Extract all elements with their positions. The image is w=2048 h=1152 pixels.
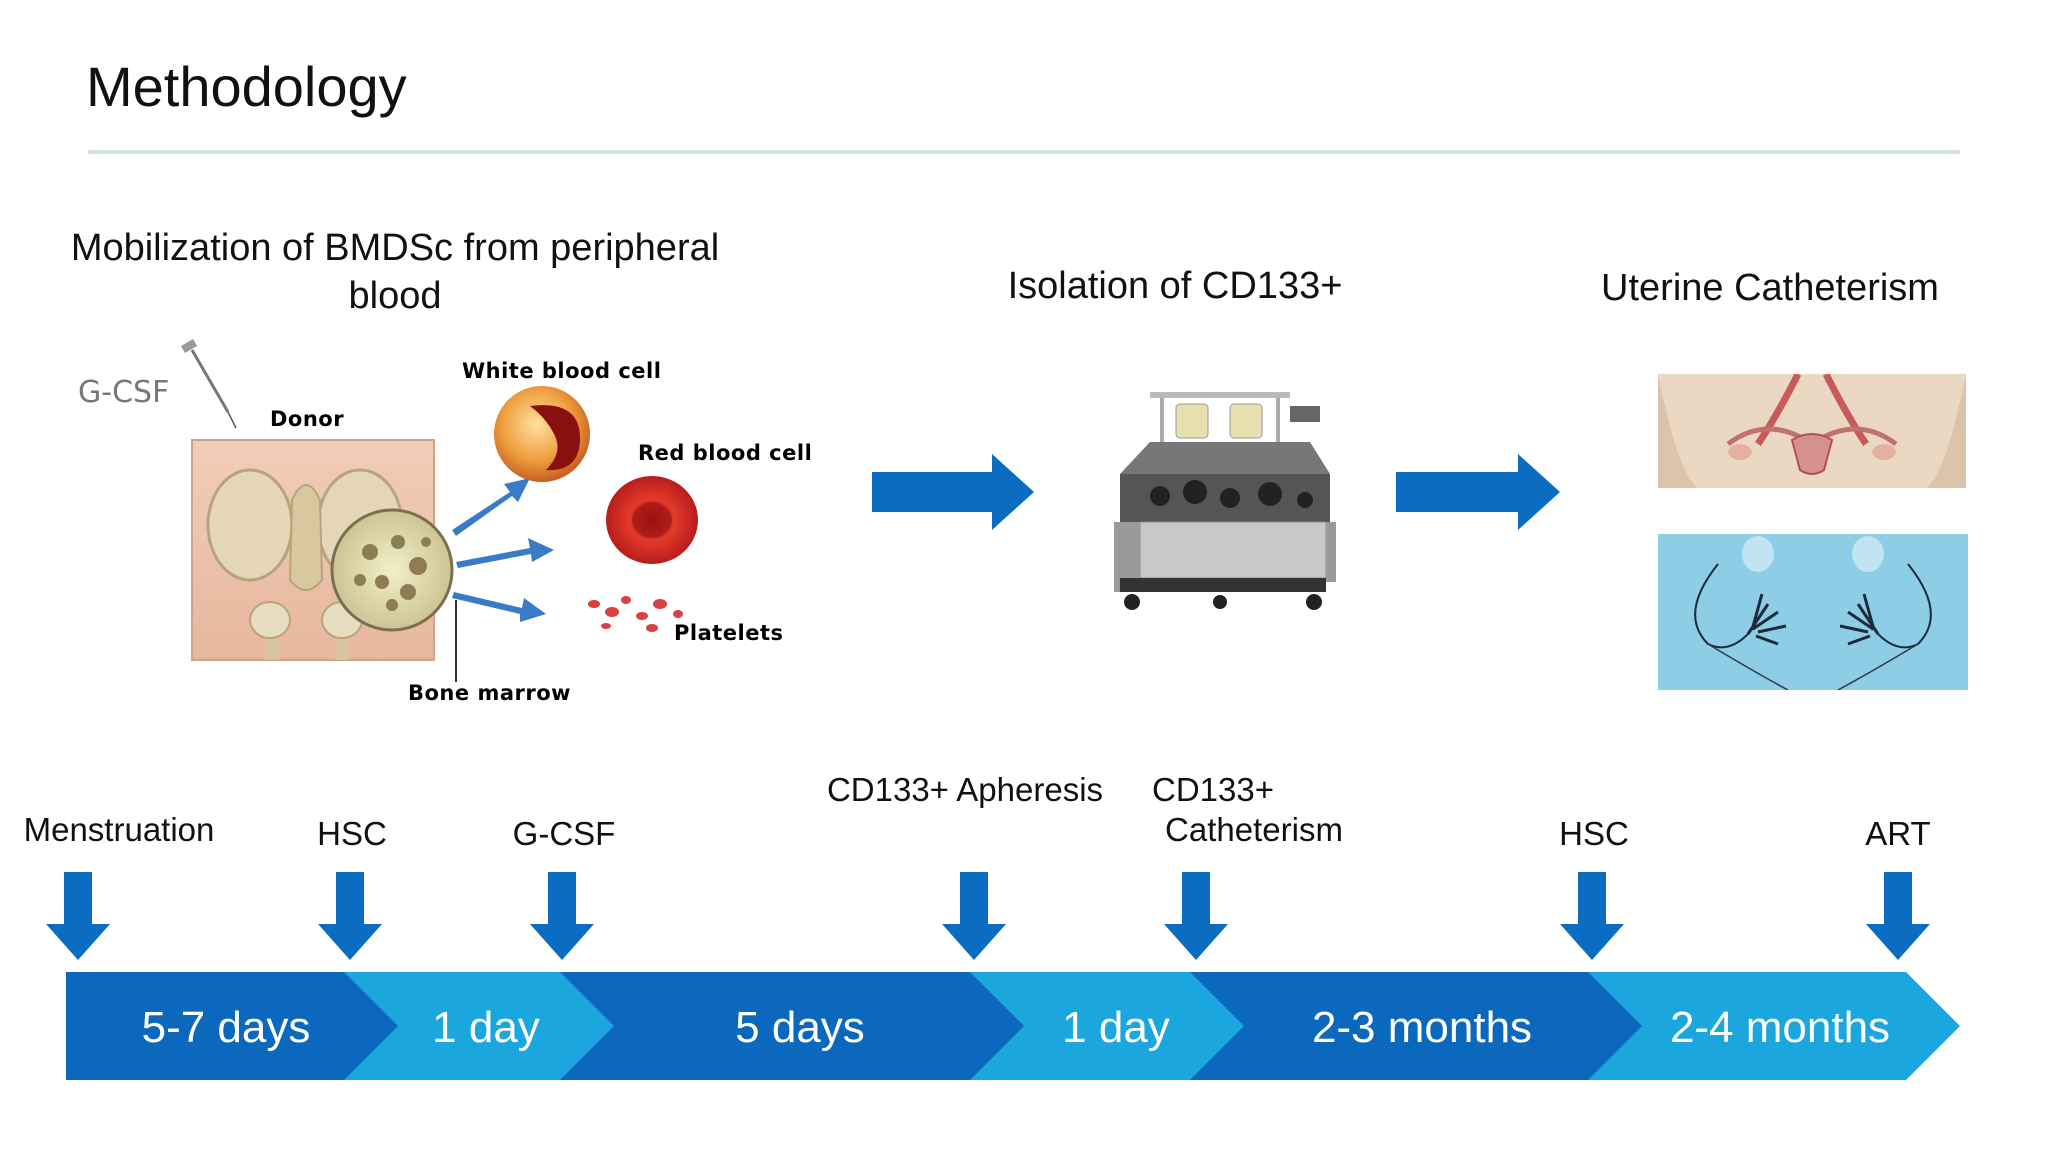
down-arrow-art xyxy=(1866,872,1930,960)
isolation-title: Isolation of CD133+ xyxy=(1007,265,1343,307)
timeline-segment-label-5: 2-3 months xyxy=(1312,1003,1532,1052)
syringe-icon xyxy=(180,339,237,429)
down-arrow-menstruation xyxy=(46,872,110,960)
red-blood-cell-label: Red blood cell xyxy=(638,441,812,465)
timeline-segment-3 xyxy=(506,972,1024,1080)
event-label-hsc-2: HSC xyxy=(1559,815,1629,852)
mobilization-illustration: G-CSF Donor White blood cell Red blood c… xyxy=(60,330,840,720)
white-blood-cell-label: White blood cell xyxy=(462,359,661,383)
event-label-art: ART xyxy=(1865,815,1931,852)
event-label-cd133-line1: CD133+ xyxy=(1152,771,1274,808)
process-arrow-2 xyxy=(1396,454,1560,530)
down-arrow-hsc-2 xyxy=(1560,872,1624,960)
timeline-segment-label-2: 1 day xyxy=(432,1003,540,1052)
marrow-arrows xyxy=(452,478,554,622)
down-arrow-gcsf xyxy=(530,872,594,960)
event-arrows xyxy=(46,872,1930,960)
uterus-anatomy-image xyxy=(1658,374,1966,488)
red-blood-cell xyxy=(606,476,698,564)
timeline-bar: 5-7 days 1 day 5 days 1 day 2-3 months 2-4 mo… xyxy=(66,972,1960,1080)
bone-marrow-label: Bone marrow xyxy=(408,681,571,705)
down-arrow-catheterism xyxy=(1164,872,1228,960)
bone-marrow-circle xyxy=(330,508,457,682)
event-label-cd133-apheresis: CD133+ Apheresis xyxy=(826,771,1104,808)
timeline-segment-label-1: 5-7 days xyxy=(142,1003,311,1052)
event-label-hsc-1: HSC xyxy=(317,815,387,852)
event-label-menstruation: Menstruation xyxy=(23,811,215,848)
gcsf-label: G-CSF xyxy=(78,375,169,410)
white-blood-cell xyxy=(494,386,590,482)
process-arrow-1 xyxy=(872,454,1034,530)
timeline-segment-2 xyxy=(292,972,614,1080)
mobilization-title: Mobilization of BMDSc from peripheral bl… xyxy=(70,227,720,317)
donor-label: Donor xyxy=(270,407,344,431)
event-label-cd133-line2: Catheterism xyxy=(1165,811,1343,848)
platelets-dots xyxy=(588,596,683,632)
mobilization-figure: G-CSF Donor White blood cell Red blood c… xyxy=(78,339,812,705)
title-divider xyxy=(88,150,1960,154)
event-label-gcsf: G-CSF xyxy=(512,815,616,852)
angiography-image xyxy=(1658,534,1968,690)
timeline-segment-5 xyxy=(1140,972,1642,1080)
timeline-segment-1 xyxy=(66,972,398,1080)
platelets-label: Platelets xyxy=(674,621,784,645)
uterine-title: Uterine Catheterism xyxy=(1601,267,1939,309)
apheresis-machine-image xyxy=(1114,392,1336,610)
timeline-segment-label-3: 5 days xyxy=(735,1003,865,1052)
page-title: Methodology xyxy=(86,55,407,118)
timeline-segment-label-4: 1 day xyxy=(1062,1003,1170,1052)
down-arrow-apheresis xyxy=(942,872,1006,960)
timeline-segment-4 xyxy=(920,972,1244,1080)
timeline-segment-label-6: 2-4 months xyxy=(1670,1003,1890,1052)
down-arrow-hsc-1 xyxy=(318,872,382,960)
timeline-segment-6 xyxy=(1538,972,1960,1080)
